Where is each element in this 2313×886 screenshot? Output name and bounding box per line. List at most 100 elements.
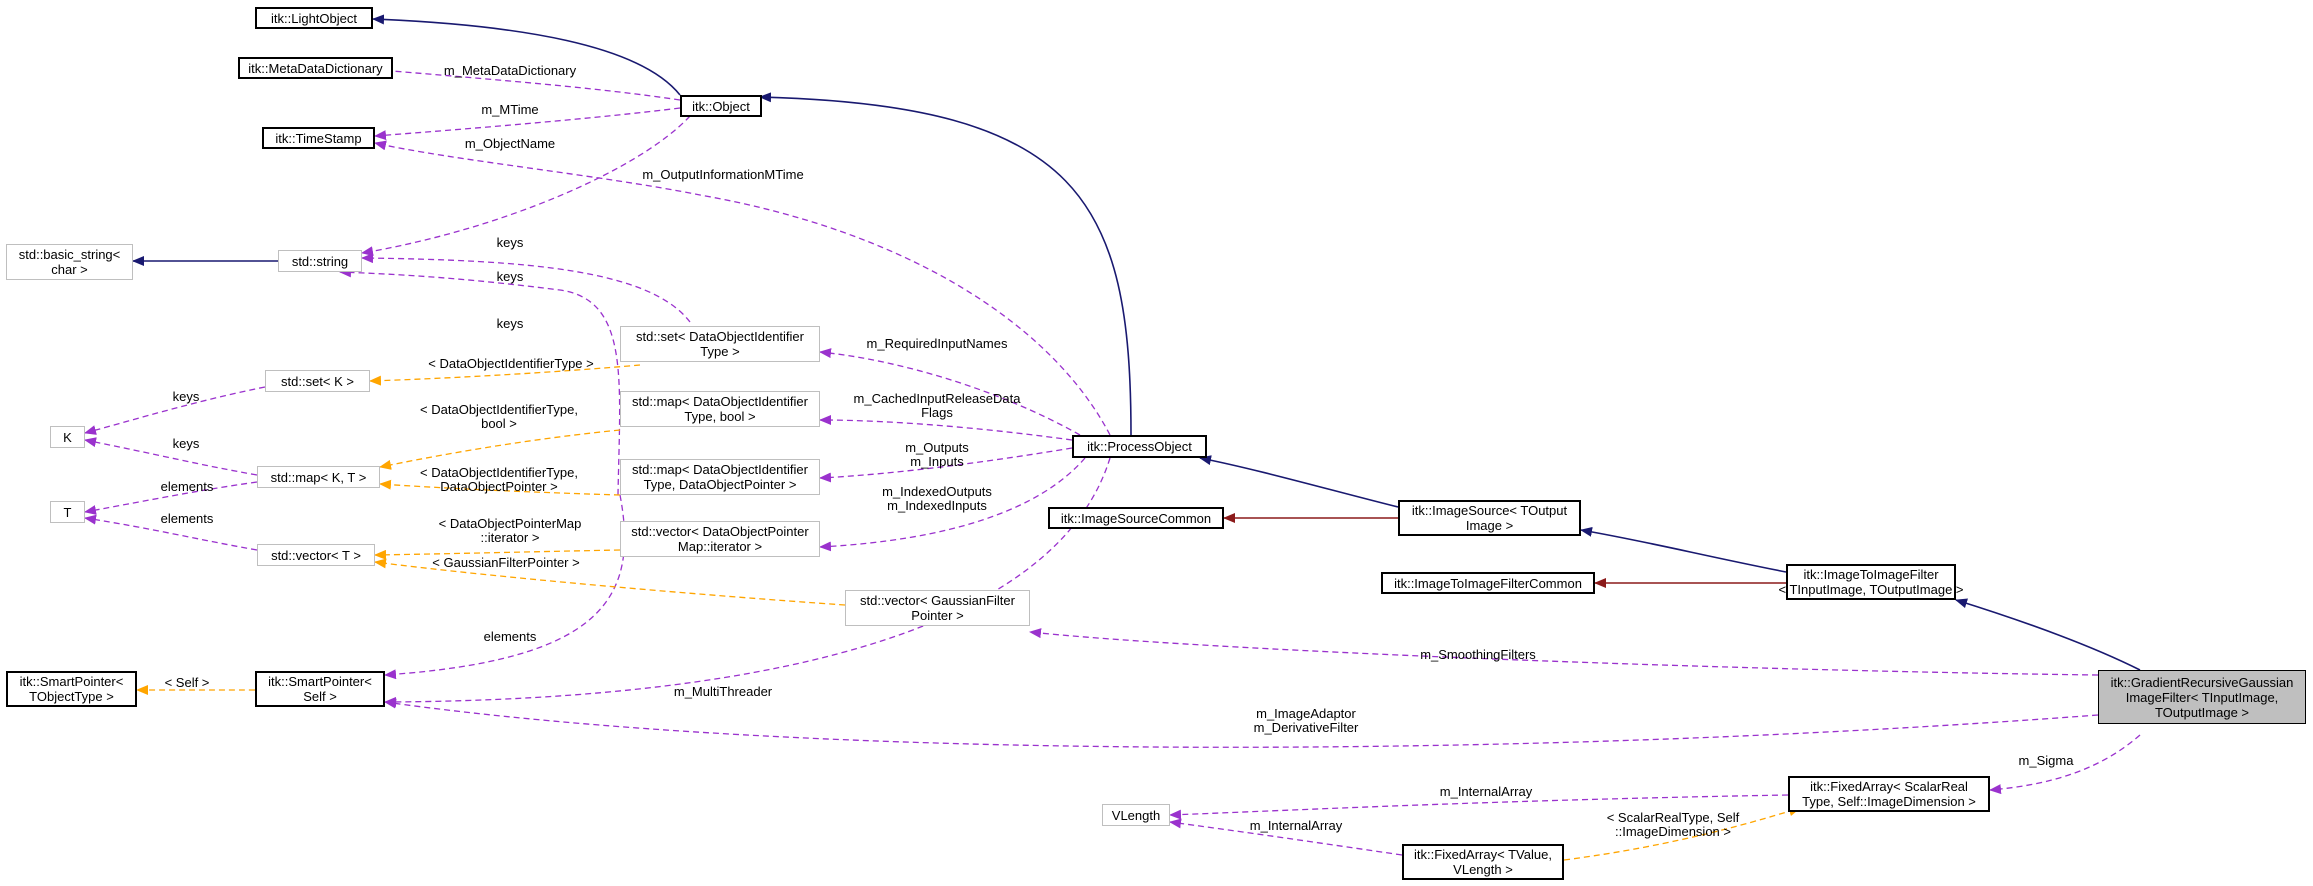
edge-label-line: ::ImageDimension > [1615, 824, 1731, 839]
edge-label-line: < Self > [164, 675, 210, 690]
node-map-doid-bool[interactable]: std::map< DataObjectIdentifier Type, boo… [620, 391, 820, 427]
node-k[interactable]: K [50, 426, 85, 448]
edge-label-line: bool > [481, 416, 517, 431]
node-set-doid[interactable]: std::set< DataObjectIdentifier Type > [620, 326, 820, 362]
edge-vectorgfp-to-vectort [374, 558, 846, 606]
node-string[interactable]: std::string [278, 250, 362, 272]
node-image-to-image-filter-common[interactable]: itk::ImageToImageFilterCommon [1381, 572, 1595, 594]
edge-label-line: < DataObjectPointerMap [438, 516, 582, 531]
node-label: itk::ImageSource< TOutput [1411, 503, 1568, 518]
edge-processobject-to-object [759, 92, 1132, 436]
edge-gradient-to-smartptrself [384, 698, 2099, 748]
edge-mapdoidptr-to-string [339, 267, 621, 496]
node-object[interactable]: itk::Object [680, 95, 762, 117]
node-label: VLength > [1453, 862, 1513, 877]
node-set-k[interactable]: std::set< K > [265, 370, 370, 392]
node-label: itk::ProcessObject [1087, 439, 1192, 454]
node-label: std::map< DataObjectIdentifier [632, 394, 808, 409]
node-label: itk::Object [692, 98, 750, 114]
node-label: std::set< K > [281, 373, 354, 389]
node-image-to-image-filter[interactable]: itk::ImageToImageFilter < TInputImage, T… [1779, 564, 1964, 600]
edge-setdoid-to-setk [369, 364, 641, 386]
node-map-k-t[interactable]: std::map< K, T > [257, 466, 380, 488]
node-label: Type, bool > [684, 409, 756, 424]
node-vector-dop[interactable]: std::vector< DataObjectPointer Map::iter… [620, 521, 820, 557]
node-fixed-array-tvalue[interactable]: itk::FixedArray< TValue, VLength > [1402, 844, 1564, 880]
node-label: T [63, 504, 72, 520]
edge-label: m_OutputInformationMTime [642, 168, 803, 182]
node-label: itk::SmartPointer< [19, 674, 124, 689]
edge-mapdoidptr-to-mapkt [379, 479, 621, 496]
node-image-source[interactable]: itk::ImageSource< TOutput Image > [1398, 500, 1581, 536]
edge-label-line: m_Sigma [2018, 753, 2074, 768]
edge-label: m_MultiThreader [674, 685, 772, 699]
edge-label: m_MetaDataDictionary [444, 64, 576, 78]
edge-label: m_SmoothingFilters [1420, 648, 1536, 662]
edge-label: < ScalarRealType, Self ::ImageDimension … [1607, 811, 1740, 839]
edge-label-line: m_ImageAdaptor [1256, 706, 1356, 721]
edge-label-line: m_ObjectName [464, 136, 556, 151]
node-basic-string[interactable]: std::basic_string< char > [6, 244, 133, 280]
node-label: std::vector< DataObjectPointer [631, 524, 809, 539]
node-light-object[interactable]: itk::LightObject [255, 7, 373, 29]
edge-label: keys [497, 236, 524, 250]
node-label: Type > [700, 344, 740, 359]
edge-label: keys [173, 390, 200, 404]
edge-label-line: m_DerivativeFilter [1253, 720, 1359, 735]
node-label: K [63, 429, 72, 445]
node-label: std::string [291, 253, 349, 269]
edge-label-line: m_OutputInformationMTime [642, 167, 804, 182]
edge-label: keys [497, 270, 524, 284]
node-label: itk::ImageToImageFilter [1803, 567, 1939, 582]
edge-fixedarraysrt-to-vlength [1169, 794, 1789, 820]
node-label: itk::MetaDataDictionary [248, 60, 383, 76]
node-vector-gfp[interactable]: std::vector< GaussianFilter Pointer > [845, 590, 1030, 626]
edge-label-line: m_InternalArray [1439, 784, 1533, 799]
edge-label-line: m_CachedInputReleaseData [853, 391, 1021, 406]
node-t[interactable]: T [50, 501, 85, 523]
edge-label-line: m_SmoothingFilters [1420, 647, 1536, 662]
node-gradient-recursive-gaussian-image-filter[interactable]: itk::GradientRecursiveGaussian ImageFilt… [2098, 670, 2306, 724]
node-label: std::basic_string< [18, 247, 121, 262]
node-vlength[interactable]: VLength [1102, 804, 1170, 826]
node-image-source-common[interactable]: itk::ImageSourceCommon [1048, 507, 1224, 529]
node-map-doid-ptr[interactable]: std::map< DataObjectIdentifier Type, Dat… [620, 459, 820, 495]
edge-label-line: DataObjectPointer > [440, 479, 558, 494]
edge-label-line: m_Outputs [905, 440, 969, 455]
edge-label-line: m_IndexedInputs [887, 498, 987, 513]
edge-label: keys [497, 317, 524, 331]
edge-label-line: < DataObjectIdentifierType > [428, 356, 594, 371]
edge-label-line: Flags [921, 405, 953, 420]
edge-mapdoidbool-to-mapkt [379, 429, 621, 470]
node-label: Type, Self::ImageDimension > [1802, 794, 1976, 809]
edge-vectordop-to-vectort [374, 549, 621, 560]
node-vector-t[interactable]: std::vector< T > [257, 544, 375, 566]
node-label: itk::ImageSourceCommon [1060, 510, 1212, 526]
edge-label: m_ObjectName [465, 137, 555, 151]
node-smart-pointer-tobjecttype[interactable]: itk::SmartPointer< TObjectType > [6, 671, 137, 707]
edge-label: m_CachedInputReleaseData Flags [854, 392, 1021, 420]
node-smart-pointer-self[interactable]: itk::SmartPointer< Self > [255, 671, 385, 707]
edge-label: m_Sigma [2019, 754, 2074, 768]
node-process-object[interactable]: itk::ProcessObject [1072, 435, 1207, 458]
edge-object-to-metadatadictionary [379, 65, 681, 101]
edge-label: m_Outputs m_Inputs [905, 441, 969, 469]
edge-label-line: ::iterator > [480, 530, 540, 545]
edge-fixedarraytv-to-fixedarraysrt [1563, 806, 1801, 861]
node-meta-data-dictionary[interactable]: itk::MetaDataDictionary [238, 57, 393, 79]
node-label: Map::iterator > [677, 539, 763, 554]
edge-label-line: m_InternalArray [1249, 818, 1343, 833]
edge-label-line: < DataObjectIdentifierType, [420, 402, 578, 417]
edge-label: < Self > [165, 676, 210, 690]
node-time-stamp[interactable]: itk::TimeStamp [262, 127, 375, 149]
node-label: VLength [1111, 807, 1161, 823]
node-label: Type, DataObjectPointer > [643, 477, 797, 492]
node-label: itk::SmartPointer< [268, 674, 372, 689]
node-label: Image > [1465, 518, 1514, 533]
node-label: char > [51, 262, 88, 277]
node-label: ImageFilter< TInputImage, [2125, 689, 2279, 705]
edge-fixedarraytv-to-vlength [1169, 818, 1403, 856]
edge-object-to-lightobject [372, 14, 681, 96]
edge-label-line: elements [160, 479, 214, 494]
node-fixed-array-scalarrealtype[interactable]: itk::FixedArray< ScalarReal Type, Self::… [1788, 776, 1990, 812]
